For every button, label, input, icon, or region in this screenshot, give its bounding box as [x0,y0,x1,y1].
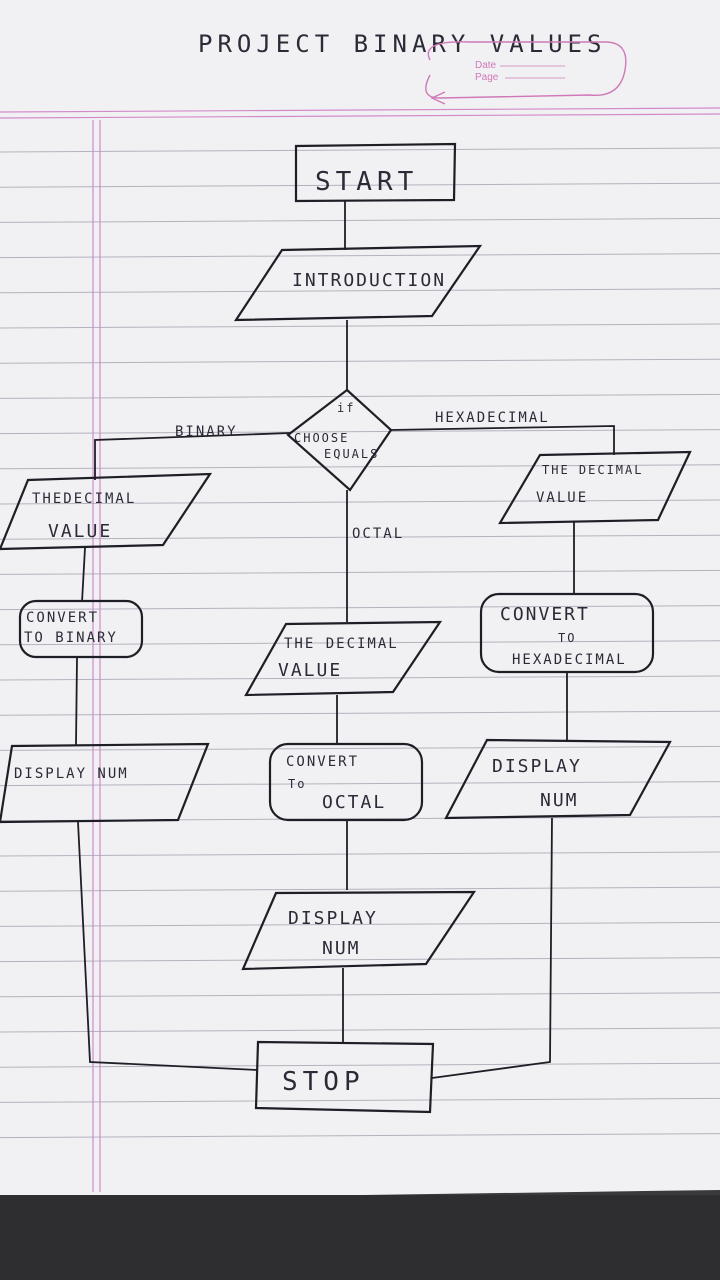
ruled-line [0,886,720,892]
hex-display-io: DISPLAY NUM [444,738,672,820]
convert-hex-line3: HEXADECIMAL [512,652,627,668]
octal-input-io: THE DECIMAL VALUE [244,620,443,697]
ruled-line [0,605,720,611]
choose-decision: if CHOOSE EQUALS [286,388,393,492]
branch-hex-label: HEXADECIMAL [435,410,550,426]
binary-input-io: THEDECIMAL VALUE [0,472,213,551]
date-label: Date [475,60,497,71]
octal-input-line2: VALUE [278,660,342,681]
ruled-line [0,957,720,963]
introduction-io: INTRODUCTION [233,244,483,322]
ruled-line [0,569,720,575]
ruled-line [0,675,720,681]
ruled-line [0,288,720,294]
octal-input-line1: THE DECIMAL [284,636,399,652]
ruled-line [0,1097,720,1103]
stop-terminal: STOP [254,1040,435,1114]
ruled-lines [0,147,720,1139]
decision-line1: CHOOSE [294,431,349,445]
ruled-line [0,182,720,188]
convert-binary-line1: CONVERT [26,610,99,626]
ruled-line [0,745,720,751]
convert-binary-process: CONVERT TO BINARY [18,599,144,659]
convert-octal-process: CONVERT To OCTAL [268,742,424,822]
ruled-line [0,1027,720,1033]
octal-display-io: DISPLAY NUM [241,890,477,971]
header-line [0,113,720,119]
ruled-line [0,147,720,153]
connector-hex-branch [389,425,615,455]
connector-right-stop [431,817,553,1079]
ruled-line [0,1062,720,1068]
hex-input-io: THE DECIMAL VALUE [498,450,692,525]
ruled-line [0,992,720,998]
convert-octal-line1: CONVERT [286,754,359,770]
connector-left-2 [75,657,78,746]
introduction-label: INTRODUCTION [292,270,446,291]
octal-display-line1: DISPLAY [288,908,378,929]
ruled-line [0,534,720,540]
ruled-line [0,851,720,857]
hex-display-line2: NUM [540,790,579,811]
ruled-line [0,640,720,646]
date-page-stamp: Date Page [425,41,627,105]
convert-hex-line2: TO [558,631,576,645]
convert-binary-line2: TO BINARY [24,630,118,646]
ruled-line [0,217,720,223]
binary-input-line2: VALUE [48,521,112,542]
convert-hex-process: CONVERT TO HEXADECIMAL [479,592,655,674]
decision-if-label: if [337,401,355,415]
decision-line2: EQUALS [324,447,379,461]
ruled-line [0,323,720,329]
start-label: START [315,167,418,197]
ruled-line [0,464,720,470]
octal-display-line2: NUM [322,938,361,959]
branch-octal-label: OCTAL [352,526,404,542]
ruled-line [0,921,720,927]
page-title: PROJECT BINARY VALUES [198,30,606,58]
branch-binary-label: BINARY [175,424,238,440]
table-surface [0,1195,720,1280]
ruled-line [0,253,720,259]
connectors [75,200,615,1079]
hex-display-line1: DISPLAY [492,756,582,777]
convert-hex-line1: CONVERT [500,604,590,625]
ruled-line [0,499,720,505]
ruled-line [0,393,720,399]
ruled-line [0,781,720,787]
binary-display-label: DISPLAY NUM [14,766,129,782]
page-label: Page [475,72,499,83]
paper-sheet [0,0,720,1200]
binary-input-line1: THEDECIMAL [32,491,136,507]
connector-left-stop [77,821,259,1071]
hex-input-line2: VALUE [536,490,588,506]
convert-octal-line2: To [288,777,306,791]
header-line [0,107,720,113]
binary-display-io: DISPLAY NUM [0,742,210,824]
connector-binary-branch [94,432,291,480]
start-terminal: START [294,142,457,203]
ruled-line [0,710,720,716]
ruled-line [0,429,720,435]
connector-left-1 [81,547,86,603]
ruled-line [0,1133,720,1139]
stop-label: STOP [282,1067,365,1097]
ruled-line [0,358,720,364]
convert-octal-line3: OCTAL [322,792,386,813]
hex-input-line1: THE DECIMAL [542,463,643,477]
